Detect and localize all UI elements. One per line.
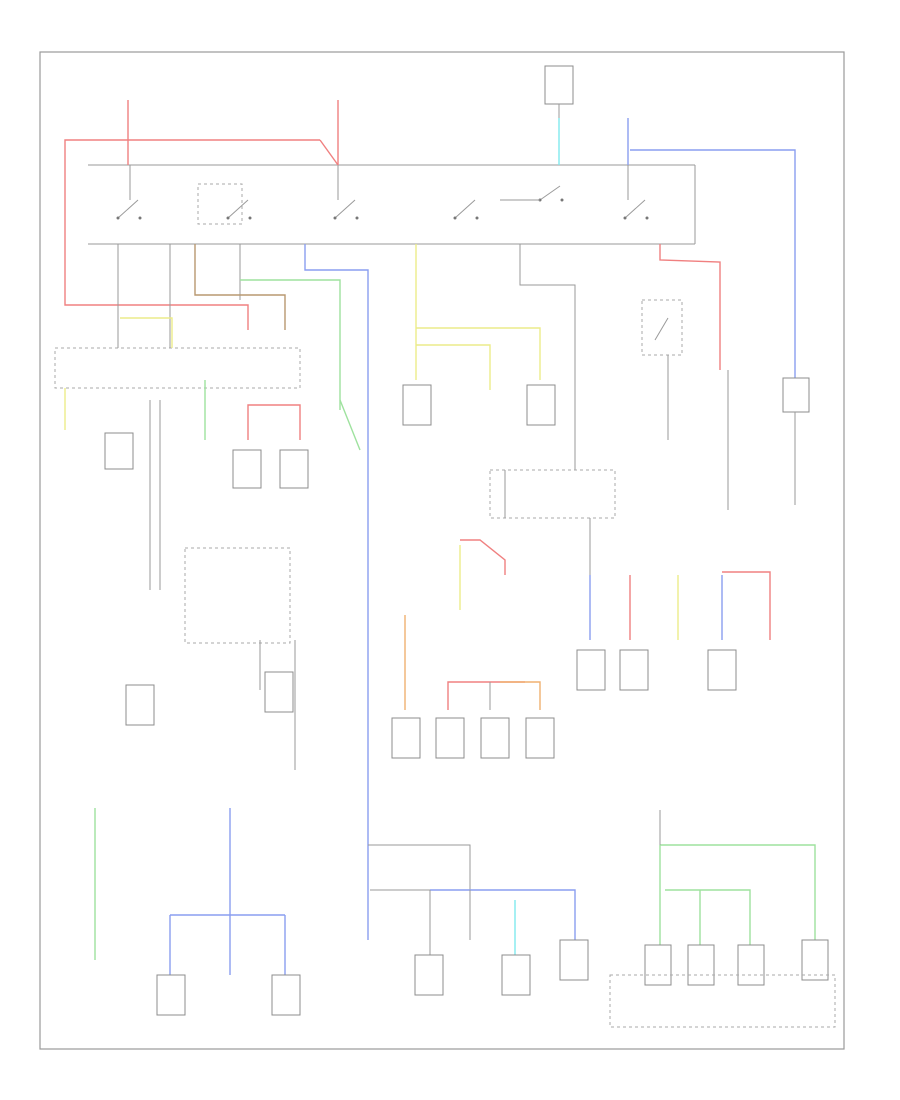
component-center-2 (526, 384, 556, 426)
component-left-3 (279, 449, 309, 489)
component-ll-2 (264, 671, 294, 713)
component-bl-1 (156, 974, 186, 1016)
wire-brown (194, 244, 286, 330)
wire-red-loop (64, 139, 320, 330)
component-left-2 (232, 449, 262, 489)
wire-red-right (659, 244, 721, 370)
component-ll-1 (125, 684, 155, 726)
switch-contact (453, 199, 479, 220)
component-center-1 (402, 384, 432, 426)
wire-blue-trunk (304, 244, 369, 940)
component-rl-3 (707, 649, 737, 691)
relay-right (641, 299, 683, 356)
component-br-1 (644, 944, 672, 986)
wire-red-mid (460, 539, 506, 575)
component-bc-1 (414, 954, 444, 996)
component-left-1 (104, 432, 134, 470)
component-cl-1 (391, 717, 421, 759)
ignition-switch-block (88, 164, 696, 245)
wire-blue-right (630, 149, 796, 380)
component-cl-3 (480, 717, 510, 759)
wire-green-1 (240, 279, 341, 410)
component-br-4 (801, 939, 829, 981)
switch-contact (538, 185, 564, 202)
fuse-panel-left (54, 244, 301, 389)
diagram-border (39, 51, 845, 1050)
fuse-block-center (489, 469, 616, 519)
wire-yellow-short (120, 317, 173, 348)
component-bl-2 (271, 974, 301, 1016)
wire-red-r5 (722, 571, 771, 640)
top-relay-module (544, 65, 574, 118)
component-cl-2 (435, 717, 465, 759)
component-rl-1 (576, 649, 606, 691)
wire-blue-bus (430, 889, 576, 940)
wire-green-3 (339, 399, 361, 451)
wire-green-br (660, 844, 816, 940)
wire-yellow-branch (416, 327, 541, 380)
component-br-2 (687, 944, 715, 986)
switch-contact (623, 199, 649, 220)
wire-red-comp (247, 404, 301, 440)
component-rl-2 (619, 649, 649, 691)
component-cl-4 (525, 717, 555, 759)
switch-contact (116, 199, 142, 220)
component-bc-2 (501, 954, 531, 996)
wire-red-feed (319, 139, 339, 166)
component-right-far (782, 377, 810, 413)
switch-contact (226, 199, 252, 220)
component-bc-3 (559, 939, 589, 981)
wire-orange-low (500, 681, 541, 710)
switch-contact (333, 199, 359, 220)
wire-red-low (447, 681, 525, 710)
component-br-3 (737, 944, 765, 986)
dashed-group (184, 547, 291, 644)
wire-yellow-b2 (416, 344, 491, 390)
